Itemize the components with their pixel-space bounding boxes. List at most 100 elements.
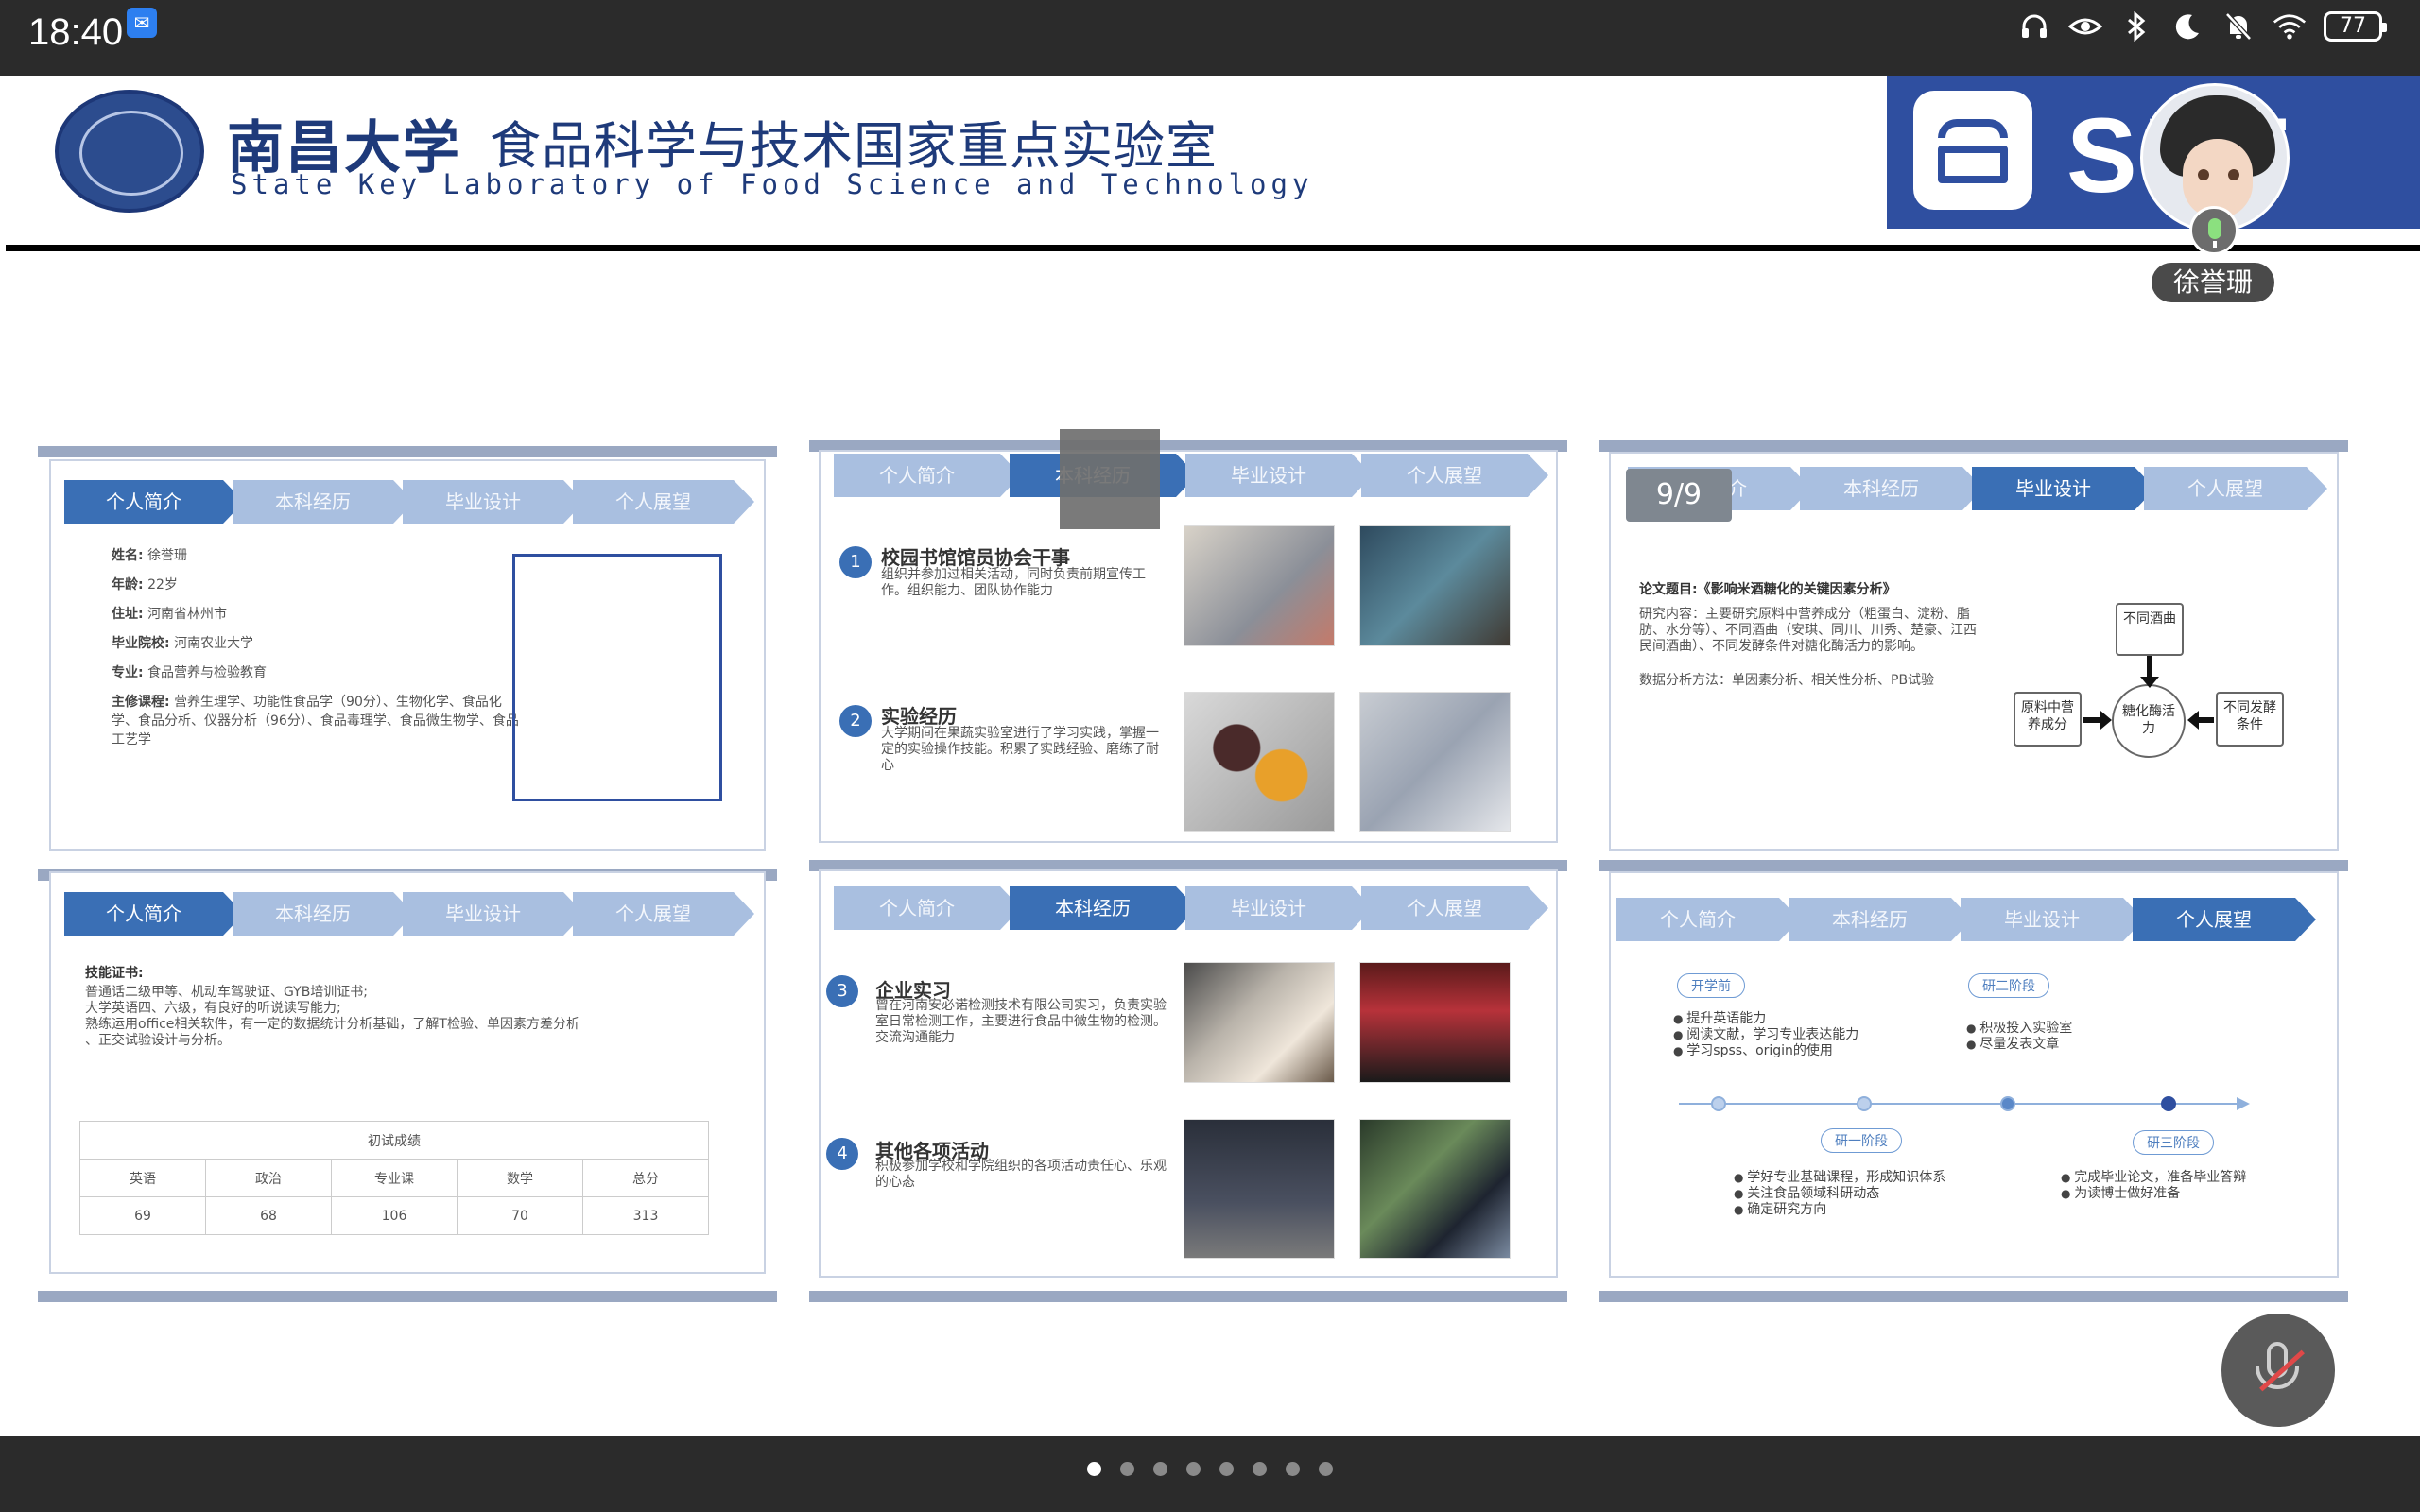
score-header: 数学 (457, 1159, 583, 1197)
field-value: 22岁 (147, 577, 178, 593)
video-overlay (1060, 429, 1160, 529)
field-label: 年龄: (112, 577, 144, 593)
slide-shadow (1599, 1291, 2348, 1302)
page-dot[interactable] (1186, 1462, 1201, 1476)
internship-photo (1184, 962, 1335, 1083)
bluetooth-icon (2119, 9, 2153, 43)
slide-shadow (1599, 440, 2348, 452)
tab-outlook: 个人展望 (2133, 898, 2316, 941)
stage-bullet: 学好专业基础课程，形成知识体系 (1734, 1170, 1998, 1186)
page-dots (1087, 1462, 1333, 1476)
timeline-dot (2000, 1096, 2015, 1111)
slide-tabs: 个人简介 本科经历 毕业设计 个人展望 (834, 886, 1548, 930)
item-title: 其他各项活动 (875, 1140, 989, 1162)
slide-tabs: 个人简介 本科经历 毕业设计 个人展望 (834, 454, 1548, 497)
intro-fields: 姓名: 徐誉珊 年龄: 22岁 住址: 河南省林州市 毕业院校: 河南农业大学 … (112, 546, 527, 749)
page-dot[interactable] (1286, 1462, 1300, 1476)
tab-design: 毕业设计 (1185, 886, 1373, 930)
item-title: 实验经历 (881, 705, 957, 728)
activity-photo (1359, 525, 1511, 646)
slide-skills[interactable]: 个人简介 本科经历 毕业设计 个人展望 技能证书: 普通话二级甲等、机动车驾驶证… (49, 871, 766, 1274)
header-divider (6, 245, 2420, 251)
skill-line: 熟练运用office相关软件，有一定的数据统计分析基础，了解T检验、单因素方差分… (85, 1017, 579, 1032)
item-number: 4 (826, 1138, 858, 1170)
score-cell: 70 (457, 1196, 583, 1235)
score-header: 英语 (79, 1159, 206, 1197)
stage-bullet: 积极投入实验室 (1966, 1021, 2212, 1037)
slide-shadow (38, 1291, 777, 1302)
slide-tabs: 个人简介 本科经历 毕业设计 个人展望 (64, 480, 754, 524)
slide-experience-2[interactable]: 个人简介 本科经历 毕业设计 个人展望 3 企业实习 曾在河南安必诺检测技术有限… (819, 869, 1558, 1278)
item-desc: 曾在河南安必诺检测技术有限公司实习，负责实验室日常检测工作，主要进行食品中微生物… (875, 998, 1167, 1045)
tab-design: 毕业设计 (1185, 454, 1373, 497)
analysis-methods: 数据分析方法：单因素分析、相关性分析、PB试验 (1639, 673, 1935, 688)
page-dot[interactable] (1153, 1462, 1167, 1476)
field-value: 食品营养与检验教育 (147, 665, 268, 680)
stage-label: 研二阶段 (1968, 973, 2049, 998)
tab-outlook: 个人展望 (2144, 467, 2327, 510)
slide-experience-1[interactable]: 个人简介 本科经历 毕业设计 个人展望 1 校园书馆馆员协会干事 组织并参加过相… (819, 450, 1558, 843)
app-notification-icon: ✉ (127, 8, 157, 38)
skills-lines: 普通话二级甲等、机动车驾驶证、GYB培训证书; 大学英语四、六级，有良好的听说读… (85, 985, 690, 1049)
slide-shadow (1599, 860, 2348, 871)
lab-photo (1184, 692, 1335, 832)
stage-bullet: 阅读文献，学习专业表达能力 (1673, 1027, 1919, 1043)
item-number: 3 (826, 975, 858, 1007)
item-title: 企业实习 (875, 979, 951, 1002)
internship-photo (1359, 962, 1511, 1083)
tab-intro: 个人简介 (1616, 898, 1800, 941)
slide-design[interactable]: 个人简介 本科经历 毕业设计 个人展望 9/9 论文题目:《影响米酒糖化的关键因… (1609, 452, 2339, 850)
page-dot[interactable] (1087, 1462, 1101, 1476)
field-label: 专业: (112, 665, 144, 680)
tab-undergrad: 本科经历 (1010, 886, 1197, 930)
mute-mic-button[interactable] (2221, 1314, 2335, 1427)
field-value: 河南农业大学 (174, 636, 254, 651)
stage-bullet: 确定研究方向 (1734, 1202, 1998, 1218)
field-label: 住址: (112, 607, 144, 622)
battery-indicator: 77 (2324, 11, 2387, 42)
tab-outlook: 个人展望 (1361, 454, 1548, 497)
page-dot[interactable] (1120, 1462, 1134, 1476)
page-dot[interactable] (1253, 1462, 1267, 1476)
score-header: 政治 (205, 1159, 332, 1197)
headphones-icon (2017, 9, 2051, 43)
flow-node-nutrients: 原料中营养成分 (2014, 692, 2082, 747)
timeline-arrow-icon (2237, 1097, 2250, 1110)
bottom-bar (0, 1436, 2420, 1512)
university-name: 南昌大学 (227, 115, 461, 181)
lab-logo-icon (1913, 91, 2032, 210)
timeline-dot (1857, 1096, 1872, 1111)
tab-design: 毕业设计 (403, 480, 584, 524)
item-desc: 组织并参加过相关活动，同时负责前期宣传工作。组织能力、团队协作能力 (881, 567, 1146, 598)
participant-mic-icon (2189, 206, 2238, 255)
skills-title: 技能证书: (85, 966, 144, 981)
stage-bullet: 学习spss、origin的使用 (1673, 1043, 1919, 1059)
score-caption: 初试成绩 (79, 1121, 709, 1160)
item-number: 2 (839, 705, 872, 737)
field-label: 主修课程: (112, 695, 170, 710)
page-dot[interactable] (1319, 1462, 1333, 1476)
stage-bullet: 关注食品领域科研动态 (1734, 1186, 1998, 1202)
score-table: 初试成绩 英语 政治 专业课 数学 总分 69 68 106 70 313 (79, 1121, 709, 1235)
university-seal-logo (55, 90, 204, 213)
slide-outlook[interactable]: 个人简介 本科经历 毕业设计 个人展望 开学前 提升英语能力 阅读文献，学习专业… (1609, 871, 2339, 1278)
field-value: 徐誉珊 (147, 548, 188, 563)
field-value: 营养生理学、功能性食品学（90分）、生物化学、食品化学、食品分析、仪器分析（96… (112, 695, 519, 747)
stage-bullet: 为读博士做好准备 (2061, 1186, 2278, 1202)
lab-photo (1359, 692, 1511, 832)
slide-shadow (809, 440, 1567, 452)
tab-undergrad: 本科经历 (1800, 467, 1983, 510)
score-cell: 69 (79, 1196, 206, 1235)
lab-name-en: State Key Laboratory of Food Science and… (231, 168, 1314, 200)
tab-intro: 个人简介 (834, 886, 1021, 930)
flow-node-conditions: 不同发酵条件 (2216, 692, 2284, 747)
item-desc: 大学期间在果蔬实验室进行了学习实践，掌握一定的实验操作技能。积累了实践经验、磨练… (881, 726, 1159, 773)
field-value: 河南省林州市 (147, 607, 228, 622)
score-cell: 68 (205, 1196, 332, 1235)
tab-intro: 个人简介 (64, 480, 244, 524)
slide-intro[interactable]: 个人简介 本科经历 毕业设计 个人展望 姓名: 徐誉珊 年龄: 22岁 住址: … (49, 459, 766, 850)
stage-bullets: 学好专业基础课程，形成知识体系 关注食品领域科研动态 确定研究方向 (1734, 1170, 1998, 1218)
stage-bullets: 提升英语能力 阅读文献，学习专业表达能力 学习spss、origin的使用 (1673, 1011, 1919, 1059)
field-label: 姓名: (112, 548, 144, 563)
page-dot[interactable] (1219, 1462, 1234, 1476)
